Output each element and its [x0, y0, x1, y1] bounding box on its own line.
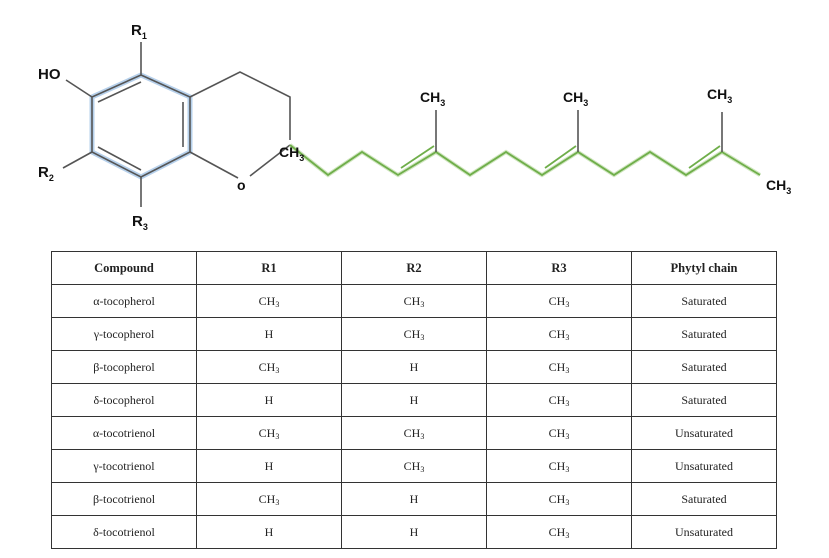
cell-phytyl-chain: Unsaturated	[631, 515, 777, 549]
header-compound: Compound	[51, 251, 197, 285]
cell-r3: CH3	[486, 284, 632, 318]
cell-r3: CH3	[486, 482, 632, 516]
cell-phytyl-chain: Unsaturated	[631, 416, 777, 450]
chroman-ring	[189, 71, 291, 179]
cell-r2: H	[341, 350, 487, 384]
cell-compound: δ-tocopherol	[51, 383, 197, 417]
cell-r2: CH3	[341, 449, 487, 483]
benzene-ring	[89, 72, 193, 180]
cell-r1: CH3	[196, 284, 342, 318]
header-r1: R1	[196, 251, 342, 285]
tocopherol-structure: R1 HO R2 R3 o CH3 CH3 CH3 CH3 CH3	[38, 22, 791, 232]
tocopherol-table: Compound R1 R2 R3 Phytyl chain α-tocophe…	[51, 251, 777, 549]
r2-label: R2	[38, 164, 54, 183]
cell-r2: CH3	[341, 416, 487, 450]
substituent-bonds	[62, 42, 142, 207]
cell-compound: β-tocopherol	[51, 350, 197, 384]
cell-r3: CH3	[486, 515, 632, 549]
ch3-label-chain-2: CH3	[563, 89, 588, 108]
cell-r1: CH3	[196, 350, 342, 384]
ring-oxygen-label: o	[237, 177, 246, 193]
ch3-label-chain-end: CH3	[766, 177, 791, 196]
side-chain	[288, 110, 762, 178]
cell-compound: α-tocopherol	[51, 284, 197, 318]
cell-phytyl-chain: Saturated	[631, 482, 777, 516]
header-phytyl-chain: Phytyl chain	[631, 251, 777, 285]
cell-r2: H	[341, 515, 487, 549]
cell-r3: CH3	[486, 449, 632, 483]
ch3-label-ring: CH3	[279, 144, 304, 163]
cell-r3: CH3	[486, 317, 632, 351]
ch3-label-chain-1: CH3	[420, 89, 445, 108]
cell-compound: δ-tocotrienol	[51, 515, 197, 549]
cell-r2: CH3	[341, 284, 487, 318]
cell-r1: CH3	[196, 416, 342, 450]
header-r2: R2	[341, 251, 487, 285]
ho-label: HO	[38, 66, 61, 83]
cell-phytyl-chain: Saturated	[631, 317, 777, 351]
table-header-row: Compound R1 R2 R3 Phytyl chain	[51, 251, 777, 285]
cell-r3: CH3	[486, 350, 632, 384]
cell-r3: CH3	[486, 416, 632, 450]
ch3-label-chain-3: CH3	[707, 86, 732, 105]
header-r3: R3	[486, 251, 632, 285]
cell-r1: H	[196, 449, 342, 483]
cell-r2: CH3	[341, 317, 487, 351]
cell-phytyl-chain: Saturated	[631, 284, 777, 318]
r3-label: R3	[132, 213, 148, 232]
cell-phytyl-chain: Unsaturated	[631, 449, 777, 483]
cell-r3: CH3	[486, 383, 632, 417]
r1-label: R1	[131, 22, 147, 41]
cell-phytyl-chain: Saturated	[631, 383, 777, 417]
cell-compound: γ-tocopherol	[51, 317, 197, 351]
cell-phytyl-chain: Saturated	[631, 350, 777, 384]
cell-r2: H	[341, 482, 487, 516]
cell-r1: H	[196, 317, 342, 351]
cell-r1: H	[196, 515, 342, 549]
cell-r2: H	[341, 383, 487, 417]
cell-compound: β-tocotrienol	[51, 482, 197, 516]
cell-r1: H	[196, 383, 342, 417]
cell-compound: γ-tocotrienol	[51, 449, 197, 483]
cell-compound: α-tocotrienol	[51, 416, 197, 450]
cell-r1: CH3	[196, 482, 342, 516]
